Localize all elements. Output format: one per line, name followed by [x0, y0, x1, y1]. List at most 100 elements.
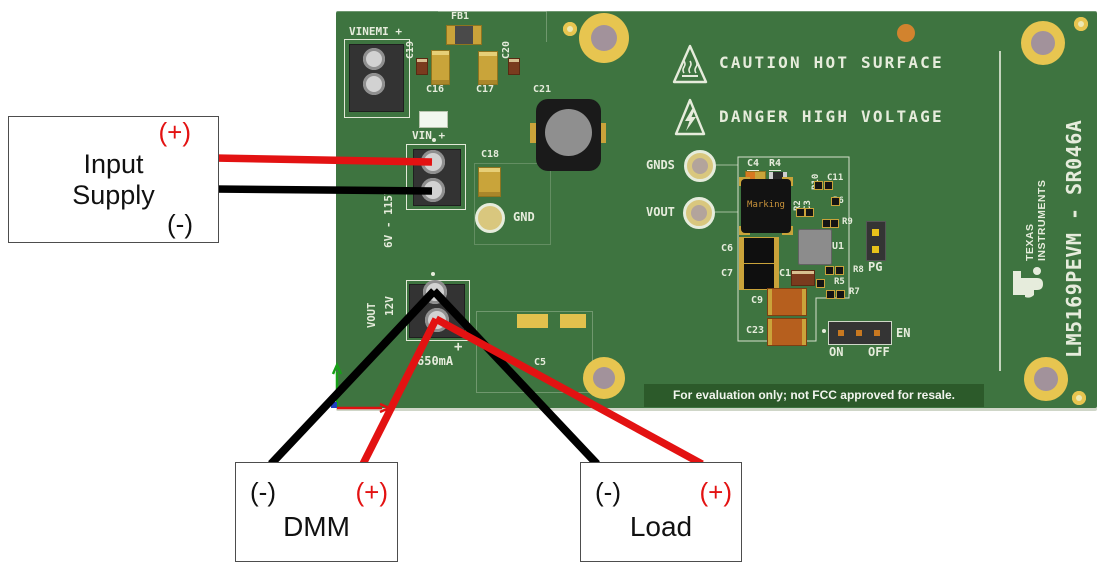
pg-header	[866, 221, 886, 261]
orange-dot	[897, 24, 915, 42]
en-label: EN	[896, 326, 911, 340]
c17-label: C17	[476, 84, 495, 95]
c1-label: C1	[779, 268, 792, 279]
c9-component	[767, 288, 807, 316]
r7-label: R7	[849, 287, 860, 297]
footer-disclaimer: For evaluation only; not FCC approved fo…	[644, 384, 984, 407]
r8-label: R8	[853, 265, 864, 275]
dmm-box: (-) (+) DMM	[235, 462, 398, 562]
c20-label: C20	[501, 40, 512, 59]
circuit-silk-outline	[713, 156, 850, 342]
vinemi-silk-outline	[344, 39, 410, 118]
inductor	[741, 179, 791, 233]
mounting-hole	[1024, 357, 1068, 401]
fiducial-via	[563, 22, 577, 36]
brand-name: TEXAS INSTRUMENTS	[1024, 180, 1048, 261]
vin-led	[419, 111, 448, 128]
danger-high-voltage-text: DANGER HIGH VOLTAGE	[719, 107, 944, 126]
load-negative: (-)	[595, 477, 621, 507]
vin-label: VIN +	[412, 129, 446, 142]
caution-hot-surface-text: CAUTION HOT SURFACE	[719, 53, 944, 72]
c1-component	[791, 270, 815, 286]
brand-line2: INSTRUMENTS	[1036, 179, 1049, 261]
smd-part	[805, 208, 814, 217]
load-label: Load	[629, 511, 693, 542]
c18-label: C18	[481, 149, 500, 160]
dmm-positive: (+)	[355, 477, 389, 507]
c7-label: C7	[721, 268, 734, 279]
vout-current-label: 650mA	[417, 354, 454, 368]
vinemi-terminal-hole	[363, 73, 385, 95]
vout-pin1-dot	[431, 272, 435, 276]
smd-part	[835, 266, 844, 275]
vout-silk-label: VOUT	[366, 302, 378, 328]
gnd-pad	[475, 203, 505, 233]
r4-label: R4	[769, 158, 782, 171]
dmm-negative: (-)	[250, 477, 276, 507]
c17-component	[478, 51, 498, 85]
en-pin1-dot	[822, 329, 826, 333]
vin-terminal-silk-outline	[406, 144, 466, 210]
gnd-label: GND	[513, 210, 535, 224]
fiducial-via	[1072, 391, 1086, 405]
board-model-label: LM5169PEVM - SR046A	[1062, 119, 1086, 358]
vinemi-terminal-hole	[363, 48, 385, 70]
branding-silk-line	[999, 51, 1001, 371]
c7-component	[739, 263, 779, 290]
input-supply-label-line1: Input	[83, 149, 144, 179]
high-voltage-icon	[674, 98, 706, 136]
hot-surface-icon	[672, 44, 708, 84]
fiducial-via	[1074, 17, 1088, 31]
mounting-hole	[1021, 21, 1065, 65]
smd-part	[825, 266, 834, 275]
smd-part	[824, 181, 833, 190]
c21-pad	[596, 123, 606, 143]
c11-label: C11	[827, 173, 844, 183]
vout-voltage-label: 12V	[383, 296, 396, 316]
load-positive: (+)	[699, 477, 733, 507]
dmm-label: DMM	[283, 511, 350, 542]
smd-part	[816, 279, 825, 288]
vin-plus-hole	[421, 150, 445, 174]
vout-testpoint-label: VOUT	[646, 205, 675, 219]
fb1-silk-outline	[438, 11, 547, 42]
c6-label: C6	[721, 243, 734, 254]
smd-part	[796, 208, 805, 217]
c16-label: C16	[426, 84, 445, 95]
smd-part	[826, 290, 835, 299]
c5-pad	[517, 314, 548, 328]
smd-part	[830, 219, 839, 228]
c6-component	[739, 237, 779, 264]
smd-part	[836, 290, 845, 299]
on-label: ON	[829, 345, 844, 359]
c18-component	[478, 167, 501, 197]
c23-label: C23	[746, 325, 765, 336]
vin-range-label: 6V - 115V	[382, 188, 395, 248]
evm-board: VINEMI + FB1 C19 C16 C17 C20 C21 VIN + 6…	[336, 11, 1097, 408]
smd-resistor	[416, 58, 428, 75]
pg-label: PG	[868, 260, 883, 274]
c5-pad	[560, 314, 586, 328]
fb1-component	[446, 25, 482, 45]
gnds-testpoint-label: GNDS	[646, 158, 675, 172]
vout-plus-hole	[423, 280, 447, 304]
c5-label: C5	[534, 357, 547, 368]
c21-top	[545, 109, 592, 156]
c4-label: C4	[747, 158, 760, 171]
input-supply-negative: (-)	[167, 209, 193, 239]
r5-label: R5	[834, 277, 845, 287]
mounting-hole	[583, 357, 625, 399]
c23-component	[767, 318, 807, 346]
mounting-hole	[579, 13, 629, 63]
inductor-marking: Marking	[747, 200, 785, 210]
vout-testpoint	[683, 197, 715, 229]
u1-label: U1	[832, 241, 845, 252]
input-supply-positive: (+)	[158, 117, 192, 147]
gnds-testpoint	[684, 150, 716, 182]
en-header	[828, 321, 892, 345]
vin-pin1-dot	[432, 138, 436, 142]
smd-part	[814, 181, 823, 190]
c16-component	[431, 50, 450, 85]
input-supply-label-line2: Supply	[72, 180, 155, 210]
